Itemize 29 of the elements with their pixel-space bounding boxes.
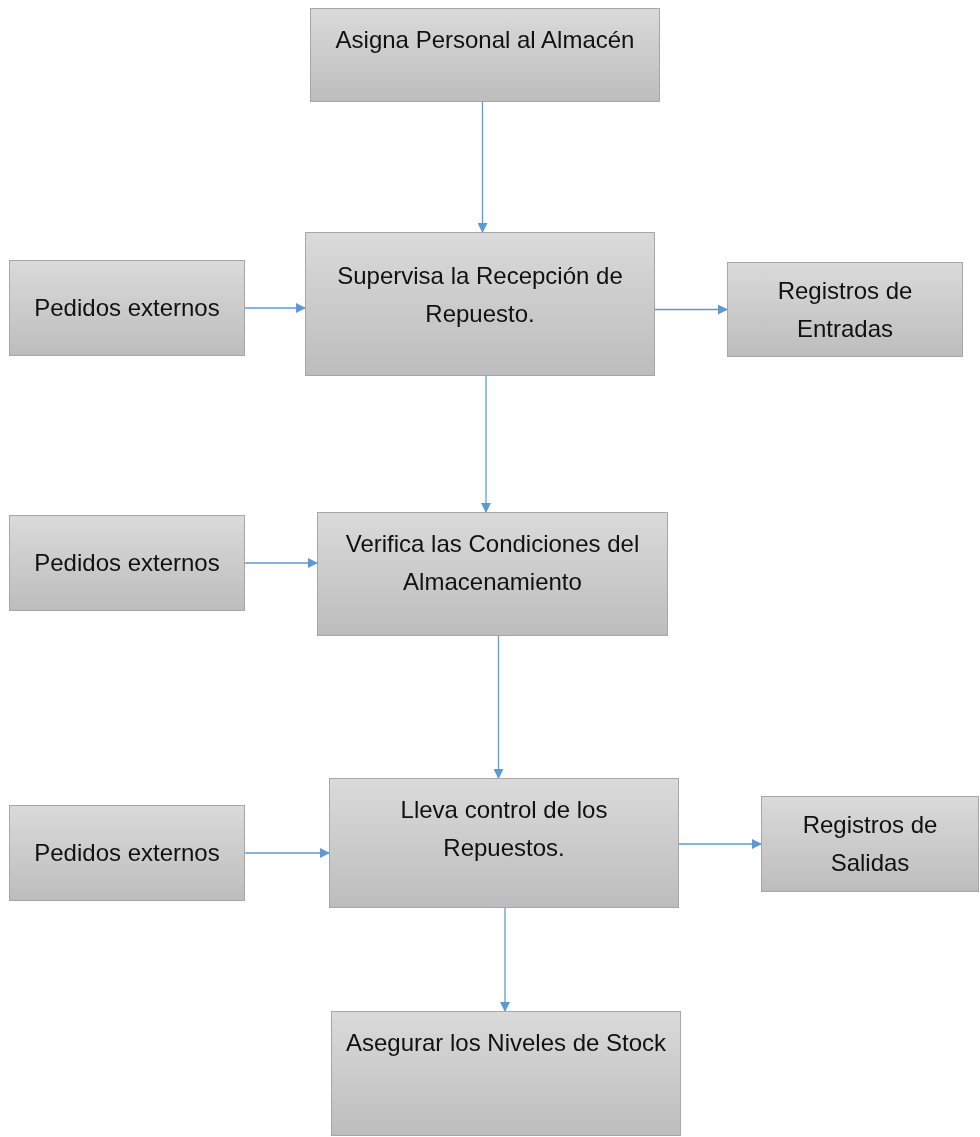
process-box xyxy=(317,512,668,636)
box-label: Pedidos externos xyxy=(34,548,220,578)
box-label: Lleva control de los Repuestos. xyxy=(399,795,609,863)
process-box xyxy=(9,515,245,611)
box-label: Asegurar los Niveles de Stock xyxy=(345,1028,667,1058)
process-box xyxy=(305,232,655,376)
process-box xyxy=(310,8,660,102)
arrow xyxy=(493,635,504,779)
box-label: Registros de Salidas xyxy=(801,810,939,878)
box-label: Pedidos externos xyxy=(34,293,220,323)
box-label: Asigna Personal al Almacén xyxy=(335,25,635,55)
process-box xyxy=(9,805,245,901)
arrow xyxy=(477,101,488,233)
arrow xyxy=(244,558,318,568)
process-box xyxy=(761,796,979,892)
arrow xyxy=(244,303,306,313)
process-box xyxy=(9,260,245,356)
process-box xyxy=(329,778,679,908)
arrow xyxy=(244,848,330,858)
box-label: Supervisa la Recepción de Repuesto. xyxy=(336,261,624,329)
arrow xyxy=(678,839,762,849)
process-box xyxy=(331,1011,681,1136)
box-label: Verifica las Condiciones del Almacenamiento xyxy=(344,529,641,597)
process-box xyxy=(727,262,963,357)
box-label: Pedidos externos xyxy=(34,838,220,868)
arrow xyxy=(654,304,728,315)
box-label: Registros de Entradas xyxy=(776,275,914,344)
arrow xyxy=(500,907,510,1012)
arrow xyxy=(481,375,491,513)
